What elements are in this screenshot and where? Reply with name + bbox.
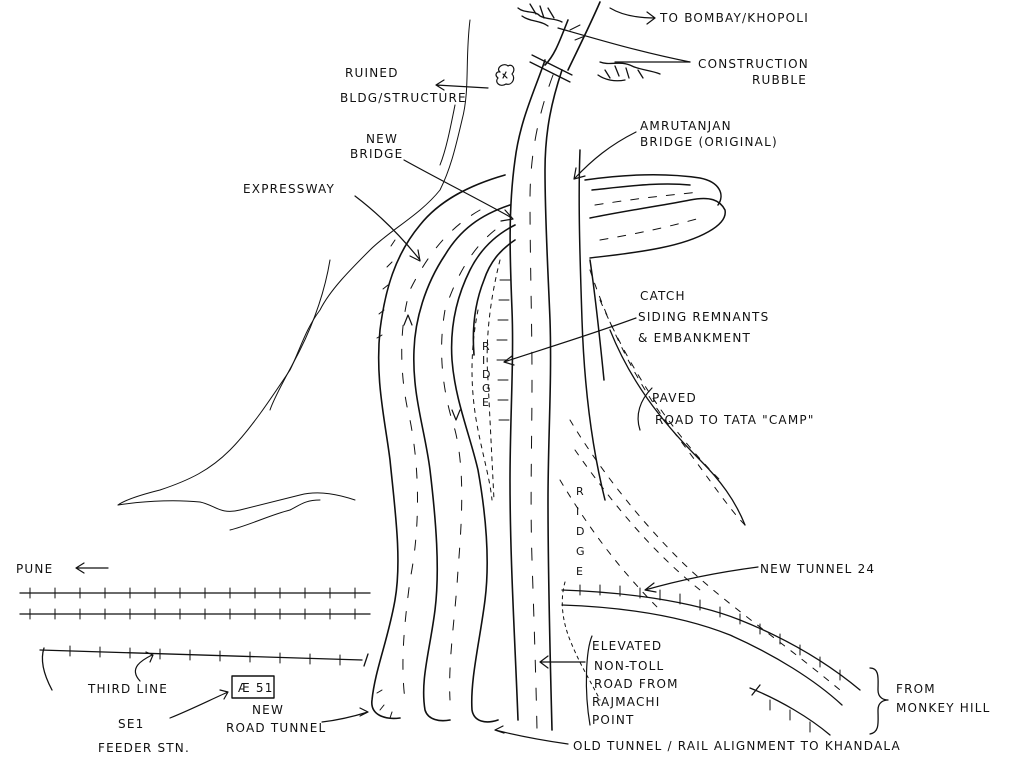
label-elevated-5: POINT xyxy=(592,713,635,727)
label-paved-1: PAVED xyxy=(652,391,697,405)
ridge-letter: R xyxy=(576,485,584,498)
ridge-letter: E xyxy=(576,565,583,578)
ruined-building-icon xyxy=(495,64,515,86)
ridge-letter: E xyxy=(482,396,489,409)
ridge-letter: D xyxy=(576,525,584,538)
label-elevated-1: ELEVATED xyxy=(592,639,662,653)
label-new-bridge-1: NEW xyxy=(366,132,398,146)
label-road-tunnel-2: ROAD TUNNEL xyxy=(226,721,326,735)
ridge-letter: G xyxy=(482,382,491,395)
label-feeder-stn: FEEDER STN. xyxy=(98,741,190,755)
terrain-contours xyxy=(117,19,471,531)
label-new-bridge-2: BRIDGE xyxy=(350,147,403,161)
label-old-tunnel: OLD TUNNEL / RAIL ALIGNMENT TO KHANDALA xyxy=(573,739,901,753)
label-elevated-2: NON-TOLL xyxy=(594,659,664,673)
catch-siding-ticks xyxy=(496,279,511,421)
label-paved-2: ROAD TO TATA "CAMP" xyxy=(655,413,815,427)
se1-feeder-station xyxy=(231,675,275,699)
label-new-tunnel: NEW TUNNEL 24 xyxy=(760,562,875,576)
label-third-line: THIRD LINE xyxy=(87,682,168,696)
label-catch-2: SIDING REMNANTS xyxy=(638,310,769,324)
ridge-letter: I xyxy=(576,505,579,518)
label-construction-rubble-2: RUBBLE xyxy=(752,73,807,87)
label-se1: SE1 xyxy=(118,717,144,731)
label-from-monkey-1: FROM xyxy=(896,682,936,696)
label-station-symbol: Æ 51 xyxy=(238,681,274,695)
expressway-road xyxy=(371,174,516,723)
label-ridge-center: RIDGE xyxy=(576,485,585,578)
label-catch-1: CATCH xyxy=(640,289,686,303)
label-ruined-2: BLDG/STRUCTURE xyxy=(340,91,467,105)
amrutanjan-bridge-road xyxy=(578,149,726,501)
label-construction-rubble-1: CONSTRUCTION xyxy=(698,57,809,71)
monkey-hill-bracket xyxy=(869,667,889,735)
label-to-bombay: TO BOMBAY/KHOPOLI xyxy=(659,11,809,25)
label-ruined-1: RUINED xyxy=(345,66,399,80)
label-catch-3: & EMBANKMENT xyxy=(638,331,751,345)
label-amrutanjan-1: AMRUTANJAN xyxy=(640,119,732,133)
ridge-letter: D xyxy=(482,368,490,381)
label-elevated-3: ROAD FROM xyxy=(594,677,679,691)
label-from-monkey-2: MONKEY HILL xyxy=(896,701,991,715)
label-amrutanjan-2: BRIDGE (ORIGINAL) xyxy=(640,135,778,149)
ridge-letter: G xyxy=(576,545,585,558)
construction-rubble xyxy=(517,3,661,82)
leader-arrows xyxy=(75,7,759,745)
rail-lines-monkey-hill xyxy=(561,581,861,736)
label-elevated-4: RAJMACHI xyxy=(592,695,661,709)
label-road-tunnel-1: NEW xyxy=(252,703,284,717)
label-ridge-left: RIDGE xyxy=(482,340,491,409)
central-road xyxy=(509,1,601,731)
elevated-road-bracket xyxy=(585,635,593,726)
ridge-letter: R xyxy=(482,340,490,353)
label-pune: PUNE xyxy=(16,562,53,576)
label-expressway: EXPRESSWAY xyxy=(243,182,335,196)
paved-road-edge xyxy=(609,329,746,526)
catch-siding xyxy=(471,259,501,501)
ridge-letter: I xyxy=(482,354,485,367)
rail-lines-pune xyxy=(19,587,371,691)
